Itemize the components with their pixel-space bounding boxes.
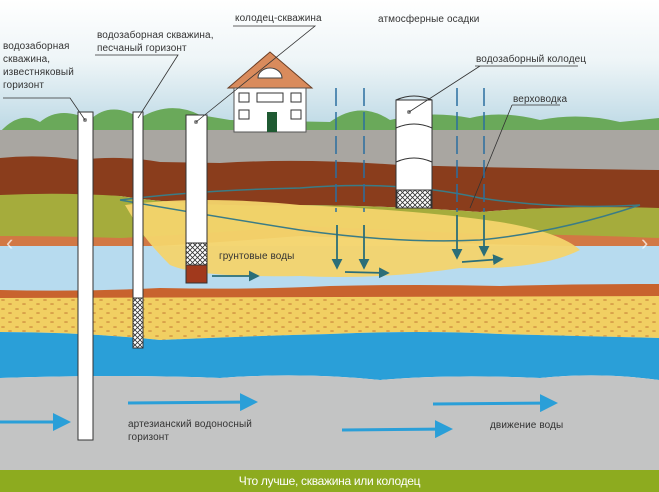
sand-lens xyxy=(125,200,580,277)
sand-texture xyxy=(0,296,659,340)
image-caption: Что лучше, скважина или колодец xyxy=(0,470,659,492)
limestone-layer xyxy=(0,375,659,470)
brown-clay-layer xyxy=(0,156,659,212)
label-groundwater: грунтовые воды xyxy=(219,251,295,262)
artesian-water-layer xyxy=(0,332,659,380)
label-perched-water: верховодка xyxy=(513,94,568,105)
label-well-borehole: колодец-скважина xyxy=(235,13,322,24)
label-artesian-aquifer: артезианский водоносный горизонт xyxy=(128,419,252,443)
label-precipitation: атмосферные осадки xyxy=(378,14,480,25)
intake-well-shaft xyxy=(395,95,433,209)
carousel-next-button[interactable]: › xyxy=(641,230,649,255)
orange-band xyxy=(0,284,659,300)
label-sand-well: водозаборная скважина, песчаный горизонт xyxy=(97,30,214,54)
label-limestone-well: водозаборная скважина, известняковый гор… xyxy=(3,41,74,91)
label-water-movement: движение воды xyxy=(490,420,564,431)
well-diagram-illustration xyxy=(0,0,659,470)
trees xyxy=(0,108,659,135)
carousel-prev-button[interactable]: ‹ xyxy=(6,230,14,255)
limestone-well-pipe xyxy=(77,111,94,441)
label-intake-well: водозаборный колодец xyxy=(476,54,587,65)
